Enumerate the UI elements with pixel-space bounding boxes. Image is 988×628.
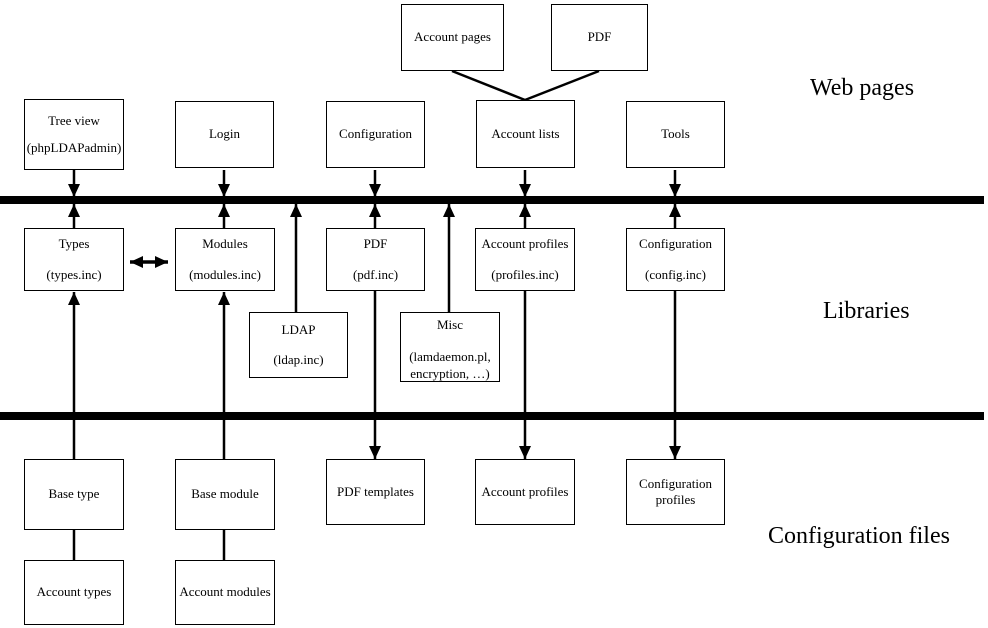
node-ldap-library-subtitle: (ldap.inc) xyxy=(273,352,324,367)
node-pdf-library-subtitle: (pdf.inc) xyxy=(352,266,399,282)
node-base-type[interactable]: Base type xyxy=(24,459,124,530)
node-types-library-title: Types xyxy=(58,236,90,252)
node-pdf-library[interactable]: PDF (pdf.inc) xyxy=(326,228,425,291)
node-tree-view[interactable]: Tree view (phpLDAPadmin) xyxy=(24,99,124,170)
node-base-module-title: Base module xyxy=(191,486,259,502)
node-tools[interactable]: Tools xyxy=(626,101,725,168)
node-tools-title: Tools xyxy=(661,126,690,142)
node-base-type-title: Base type xyxy=(48,486,100,502)
node-pdf-library-title: PDF xyxy=(363,236,388,252)
separator-bar-libraries-config xyxy=(0,412,984,420)
separator-bar-web-libraries xyxy=(0,196,984,204)
node-account-types-title: Account types xyxy=(36,584,112,600)
node-account-profiles-file[interactable]: Account profiles xyxy=(475,459,575,525)
node-ldap-library-title: LDAP xyxy=(281,321,316,337)
node-account-modules[interactable]: Account modules xyxy=(175,560,275,625)
node-account-profiles-file-title: Account profiles xyxy=(481,483,569,499)
node-configuration-library-subtitle: (config.inc) xyxy=(644,266,706,282)
node-tree-view-subtitle: (phpLDAPadmin) xyxy=(26,139,122,155)
node-login-title: Login xyxy=(208,126,241,142)
section-label-web-pages: Web pages xyxy=(810,75,915,101)
section-label-configuration-files: Configuration files xyxy=(768,523,950,549)
node-configuration-page-title: Configuration xyxy=(339,126,412,142)
node-pdf-templates[interactable]: PDF templates xyxy=(326,459,425,525)
node-misc-library-title: Misc xyxy=(437,317,463,332)
node-pdf-source[interactable]: PDF xyxy=(551,4,648,71)
node-modules-library-title: Modules xyxy=(202,236,248,252)
node-configuration-profiles-file-title: Configuration profiles xyxy=(639,475,712,507)
section-label-libraries: Libraries xyxy=(823,298,910,324)
node-misc-library-subtitle: (lamdaemon.pl, encryption, …) xyxy=(409,349,491,382)
node-misc-library[interactable]: Misc (lamdaemon.pl, encryption, …) xyxy=(400,312,500,382)
node-account-pages-title: Account pages xyxy=(414,29,491,45)
node-types-library[interactable]: Types (types.inc) xyxy=(24,228,124,291)
node-pdf-source-title: PDF xyxy=(587,29,612,45)
node-account-profiles-library-subtitle: (profiles.inc) xyxy=(491,266,559,282)
connector-pdf-to-accountlists xyxy=(524,69,600,102)
node-account-lists-title: Account lists xyxy=(491,125,560,141)
node-modules-library-subtitle: (modules.inc) xyxy=(189,266,261,282)
node-configuration-page[interactable]: Configuration xyxy=(326,101,425,168)
connector-accountpages-to-accountlists xyxy=(451,69,526,102)
node-account-profiles-library-title: Account profiles xyxy=(481,236,569,252)
node-account-pages[interactable]: Account pages xyxy=(401,4,504,71)
node-types-library-subtitle: (types.inc) xyxy=(46,266,102,282)
node-account-lists[interactable]: Account lists xyxy=(476,100,575,168)
node-tree-view-title: Tree view xyxy=(48,113,100,129)
node-account-types[interactable]: Account types xyxy=(24,560,124,625)
node-configuration-profiles-file[interactable]: Configuration profiles xyxy=(626,459,725,525)
node-account-modules-title: Account modules xyxy=(179,584,271,600)
node-ldap-library[interactable]: LDAP (ldap.inc) xyxy=(249,312,348,378)
node-configuration-library[interactable]: Configuration (config.inc) xyxy=(626,228,725,291)
node-pdf-templates-title: PDF templates xyxy=(337,483,414,499)
node-account-profiles-library[interactable]: Account profiles (profiles.inc) xyxy=(475,228,575,291)
node-modules-library[interactable]: Modules (modules.inc) xyxy=(175,228,275,291)
node-configuration-library-title: Configuration xyxy=(639,236,712,252)
node-base-module[interactable]: Base module xyxy=(175,459,275,530)
node-login[interactable]: Login xyxy=(175,101,274,168)
